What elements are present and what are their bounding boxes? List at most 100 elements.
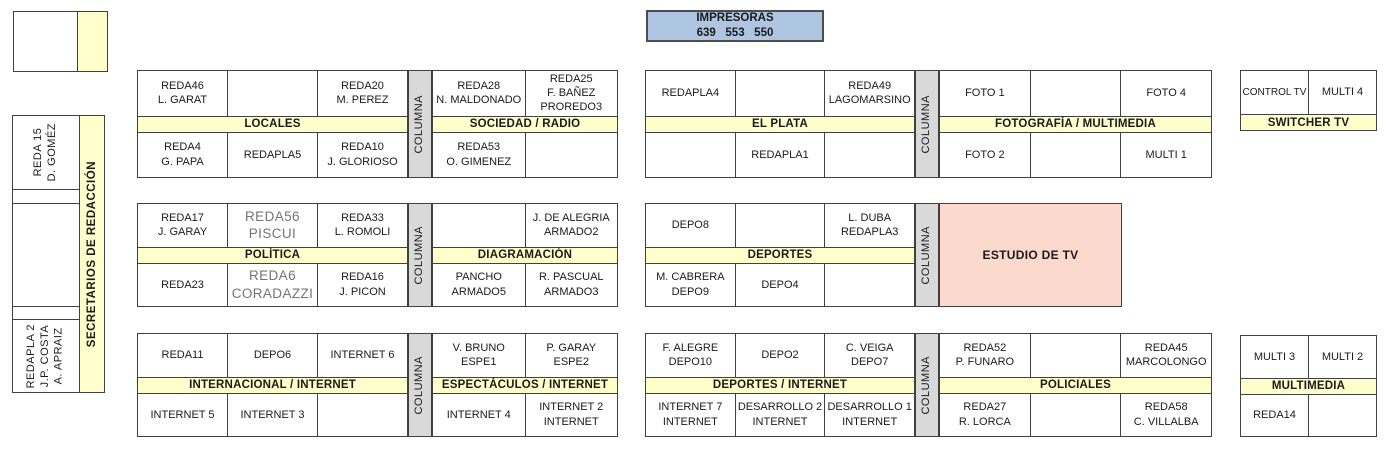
section-label-internacional: INTERNACIONAL / INTERNET <box>138 376 407 394</box>
desk-control-tv: CONTROL TV <box>1242 87 1307 98</box>
section-label-locales: LOCALES <box>138 115 407 133</box>
desk-reda58: REDA58 C. VILLALBA <box>1120 393 1211 436</box>
desk-espe1: V. BRUNO ESPE1 <box>452 341 505 369</box>
policiales-top-row: REDA52 P. FUNARO REDA45 MARCOLONGO <box>940 334 1211 377</box>
desk-empty <box>734 71 825 116</box>
desk-multi3: MULTI 3 <box>1253 350 1296 363</box>
desk-multi2: MULTI 2 <box>1308 336 1376 378</box>
desk-reda23: REDA23 <box>161 278 204 291</box>
section-label-fotografia: FOTOGRAFÍA / MULTIMEDIA <box>940 115 1211 133</box>
columna-label: COLUMNA <box>413 94 426 154</box>
deportes-internet-bottom-row: INTERNET 7 INTERNET DESARROLLO 2 INTERNE… <box>646 393 914 436</box>
block-locales: REDA46 L. GARAT REDA20 M. PEREZ LOCALES … <box>137 70 408 178</box>
desk-foto2: FOTO 2 <box>965 148 1005 161</box>
switcher-top-row: CONTROL TV MULTI 4 <box>1241 71 1376 114</box>
desk-depo10: F. ALEGRE DEPO10 <box>662 341 719 369</box>
sociedad-bottom-row: REDA53 O. GIMENEZ <box>433 132 618 177</box>
block-sociedad-radio: REDA28 N. MALDONADO REDA25 F. BAÑEZ PROR… <box>432 70 618 178</box>
section-label-deportes: DEPORTES <box>646 246 914 264</box>
desk-empty <box>227 71 317 116</box>
columna-strip-3: COLUMNA <box>408 203 432 307</box>
desk-espe2: P. GARAY ESPE2 <box>524 334 618 377</box>
diagramacion-top-row: J. DE ALEGRIA ARMADO2 <box>433 204 617 247</box>
desk-redapla1: REDAPLA1 <box>734 132 825 177</box>
desk-empty <box>524 132 618 177</box>
desk-reda45: REDA45 MARCOLONGO <box>1120 334 1211 377</box>
desk-redapla2-label: REDAPLA 2 J.P. COSTA A. APRAIZ <box>25 323 65 389</box>
desk-empty-small <box>13 306 79 319</box>
desk-empty <box>317 393 407 436</box>
diagramacion-bottom-row: PANCHO ARMADO5 R. PASCUAL ARMADO3 <box>433 263 617 306</box>
desk-depo4: DEPO4 <box>734 263 825 306</box>
block-deportes-internet: F. ALEGRE DEPO10 DEPO2 C. VEIGA DEPO7 DE… <box>645 333 915 437</box>
section-label-switcher-tv: SWITCHER TV <box>1241 114 1376 130</box>
columna-label: COLUMNA <box>413 355 426 415</box>
desk-empty <box>1029 71 1121 116</box>
desk-empty <box>1029 132 1121 177</box>
block-espectaculos-internet: V. BRUNO ESPE1 P. GARAY ESPE2 ESPECTÁCUL… <box>432 333 618 437</box>
section-label-policiales: POLICIALES <box>940 376 1211 394</box>
columna-strip-6: COLUMNA <box>915 333 939 437</box>
impresoras-numbers: 639 553 550 <box>696 27 774 39</box>
foto-top-row: FOTO 1 FOTO 4 <box>940 71 1211 116</box>
desk-armado5: PANCHO ARMADO5 <box>451 271 506 298</box>
desk-reda28: REDA28 N. MALDONADO <box>436 79 522 107</box>
desk-empty <box>433 204 525 247</box>
desk-redapla3: L. DUBA REDAPLA3 <box>824 204 914 247</box>
desk-internet2: INTERNET 2 INTERNET <box>524 393 618 436</box>
desk-empty <box>1029 334 1121 377</box>
block-switcher-tv: CONTROL TV MULTI 4 SWITCHER TV <box>1240 70 1377 131</box>
desk-armado2: J. DE ALEGRIA ARMADO2 <box>524 204 618 247</box>
desk-internet5: INTERNET 5 <box>150 408 215 421</box>
block-fotografia-multimedia: FOTO 1 FOTO 4 FOTOGRAFÍA / MULTIMEDIA FO… <box>939 70 1212 178</box>
columna-strip-1: COLUMNA <box>408 70 432 178</box>
politica-bottom-row: REDA23 REDA6 CORADAZZI REDA16 J. PICON <box>138 263 407 306</box>
entrance-box <box>13 11 108 72</box>
impresoras-box: IMPRESORAS 639 553 550 <box>646 10 824 42</box>
desk-reda20: REDA20 M. PEREZ <box>317 71 407 116</box>
section-label-el-plata: EL PLATA <box>646 115 914 133</box>
columna-label: COLUMNA <box>920 94 933 154</box>
impresoras-title: IMPRESORAS <box>696 12 774 25</box>
section-label-multimedia: MULTIMEDIA <box>1241 377 1376 395</box>
desk-redapla2: REDAPLA 2 J.P. COSTA A. APRAIZ <box>13 319 79 392</box>
desk-reda33: REDA33 L. ROMOLI <box>317 204 407 247</box>
multimedia-top-row: MULTI 3 MULTI 2 <box>1241 336 1376 378</box>
desk-empty <box>734 204 825 247</box>
block-multimedia: MULTI 3 MULTI 2 MULTIMEDIA REDA14 <box>1240 335 1377 437</box>
section-label-deportes-internet: DEPORTES / INTERNET <box>646 376 914 394</box>
entrance-box-yellow <box>77 12 107 71</box>
desk-depo6: DEPO6 <box>227 334 317 377</box>
elplata-bottom-row: REDAPLA1 <box>646 132 914 178</box>
espectaculos-top-row: V. BRUNO ESPE1 P. GARAY ESPE2 <box>433 334 617 377</box>
secretarios-strip-label: SECRETARIOS DE REDACCIÓN <box>85 160 98 348</box>
desk-depo9: M. CABRERA DEPO9 <box>656 271 725 298</box>
desk-depo2: DEPO2 <box>734 334 825 377</box>
desk-reda15-label: REDA 15 D. GOMÉZ <box>32 123 58 182</box>
desk-reda15: REDA 15 D. GOMÉZ <box>13 116 79 189</box>
desk-internet6: INTERNET 6 <box>317 334 407 377</box>
multimedia-bottom-row: REDA14 <box>1241 394 1376 436</box>
columna-strip-5: COLUMNA <box>408 333 432 437</box>
block-policiales: REDA52 P. FUNARO REDA45 MARCOLONGO POLIC… <box>939 333 1212 437</box>
desk-reda53: REDA53 O. GIMENEZ <box>446 141 512 168</box>
section-label-diagramacion: DIAGRAMACIÓN <box>433 246 617 264</box>
desk-reda10: REDA10 J. GLORIOSO <box>317 132 407 177</box>
sociedad-top-row: REDA28 N. MALDONADO REDA25 F. BAÑEZ PROR… <box>433 71 617 116</box>
block-diagramacion: J. DE ALEGRIA ARMADO2 DIAGRAMACIÓN PANCH… <box>432 203 618 307</box>
secretarios-strip: SECRETARIOS DE REDACCIÓN <box>80 115 105 393</box>
columna-strip-2: COLUMNA <box>915 70 939 178</box>
desk-reda27: REDA27 R. LORCA <box>958 401 1011 428</box>
deportes-top-row: DEPO8 L. DUBA REDAPLA3 <box>646 204 914 247</box>
deportes-bottom-row: M. CABRERA DEPO9 DEPO4 <box>646 263 914 306</box>
columna-label: COLUMNA <box>920 355 933 415</box>
desk-desarrollo1: DESARROLLO 1 INTERNET <box>824 393 914 436</box>
desk-reda52: REDA52 P. FUNARO <box>955 341 1015 369</box>
desk-empty-small <box>13 189 79 203</box>
desk-reda56: REDA56 PISCUI <box>227 204 317 247</box>
section-label-sociedad-radio: SOCIEDAD / RADIO <box>433 115 617 133</box>
section-label-politica: POLÍTICA <box>138 246 407 264</box>
desk-reda16: REDA16 J. PICON <box>317 263 407 306</box>
desk-empty <box>646 133 735 178</box>
locales-bottom-row: REDA4 G. PAPA REDAPLA5 REDA10 J. GLORIOS… <box>138 132 407 177</box>
